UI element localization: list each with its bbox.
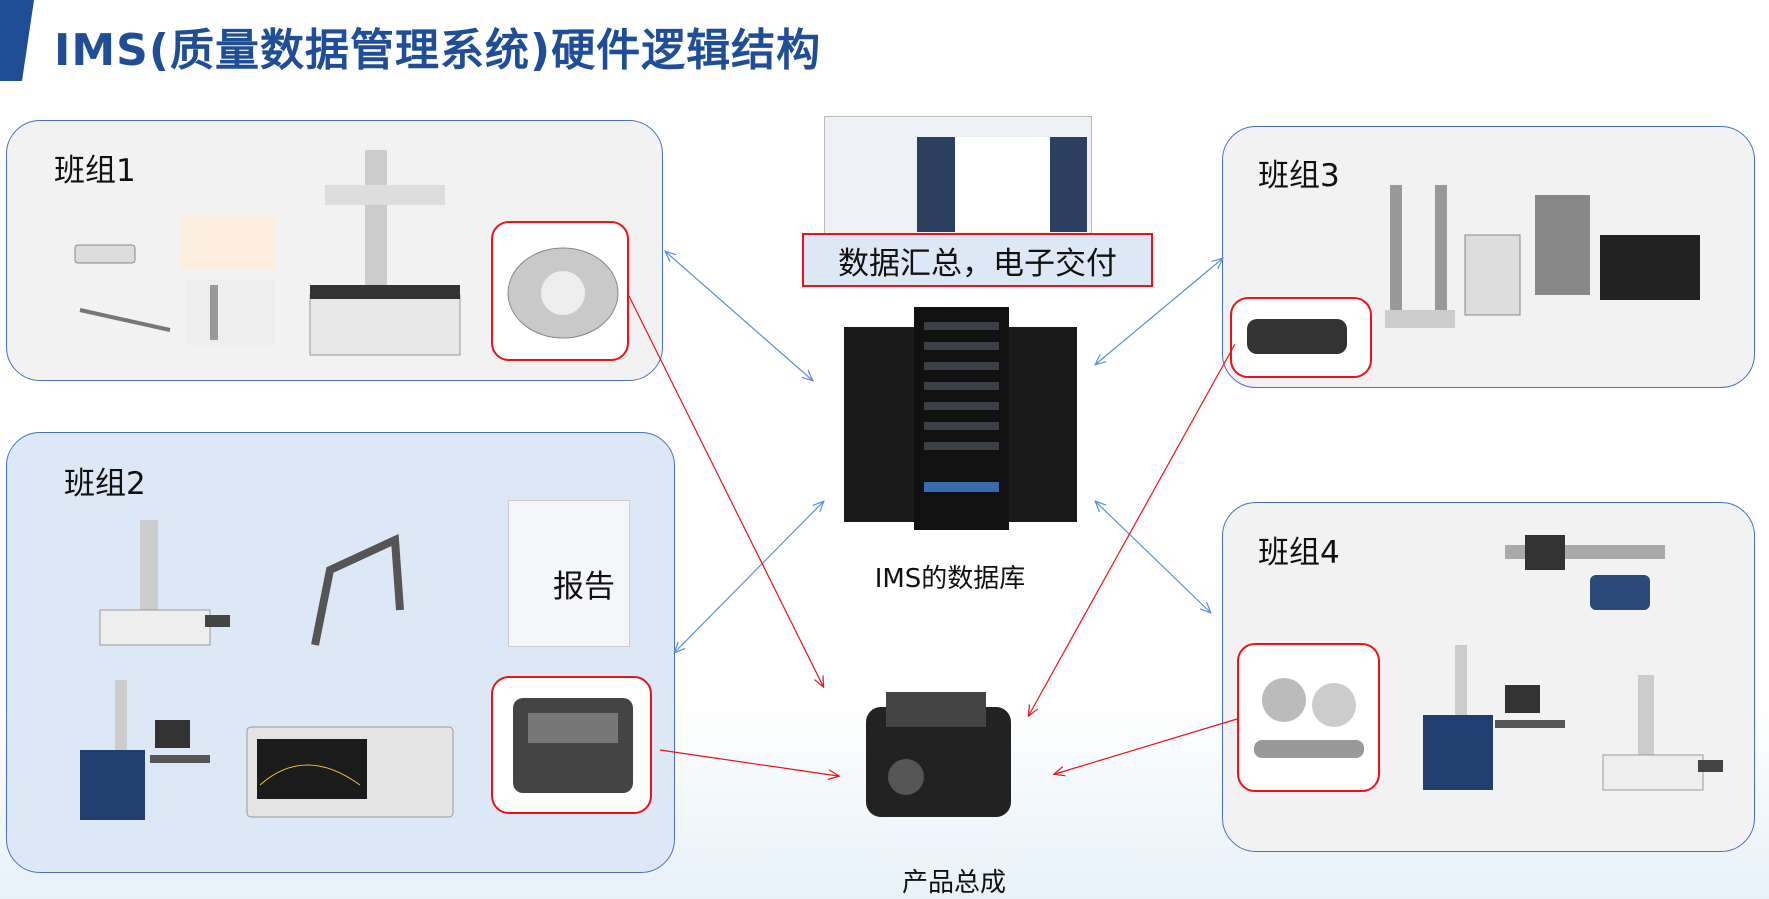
cmm-machine-image xyxy=(1602,675,1723,791)
part-highlight-3 xyxy=(1230,297,1372,378)
part-highlight-1 xyxy=(491,221,629,361)
arrow-group1-database xyxy=(666,252,812,380)
cmm-machine-image xyxy=(309,150,461,356)
report-label: 报告 xyxy=(553,569,615,605)
caliper-micrometer-image xyxy=(1505,535,1665,610)
group-1-label: 班组1 xyxy=(54,153,136,189)
spectrum-analyzer-image xyxy=(246,726,454,818)
part-highlight-2 xyxy=(491,676,652,814)
arrow-group4-database xyxy=(1096,502,1210,612)
vision-measuring-machine-image xyxy=(80,680,210,820)
engine-block-image xyxy=(513,698,633,793)
measuring-arm-image xyxy=(311,533,404,646)
title-accent xyxy=(0,0,34,81)
product-engine-image xyxy=(866,692,1011,817)
testing-equipment-image xyxy=(1385,185,1700,328)
database-server-image xyxy=(844,307,1077,530)
gauge-instruments-image xyxy=(74,215,275,345)
sensor-image xyxy=(1247,319,1347,354)
group-2-label: 班组2 xyxy=(64,466,146,502)
report-image: 报告 xyxy=(508,500,630,647)
group-4-label: 班组4 xyxy=(1258,535,1340,571)
page-title: IMS(质量数据管理系统)硬件逻辑结构 xyxy=(54,25,822,76)
data-summary-label: 数据汇总，电子交付 xyxy=(802,233,1153,287)
crankshaft-piston-image xyxy=(1254,678,1364,758)
database-label: IMS的数据库 xyxy=(874,564,1026,594)
machined-part-image xyxy=(507,247,619,339)
arrow-group2-database xyxy=(675,502,823,652)
product-label: 产品总成 xyxy=(901,868,1007,898)
software-screenshot-image xyxy=(824,116,1092,234)
group-3-label: 班组3 xyxy=(1258,158,1340,194)
cmm-machine-image xyxy=(99,520,230,646)
vision-measuring-machine-image xyxy=(1423,645,1565,790)
part-highlight-4 xyxy=(1237,643,1380,792)
